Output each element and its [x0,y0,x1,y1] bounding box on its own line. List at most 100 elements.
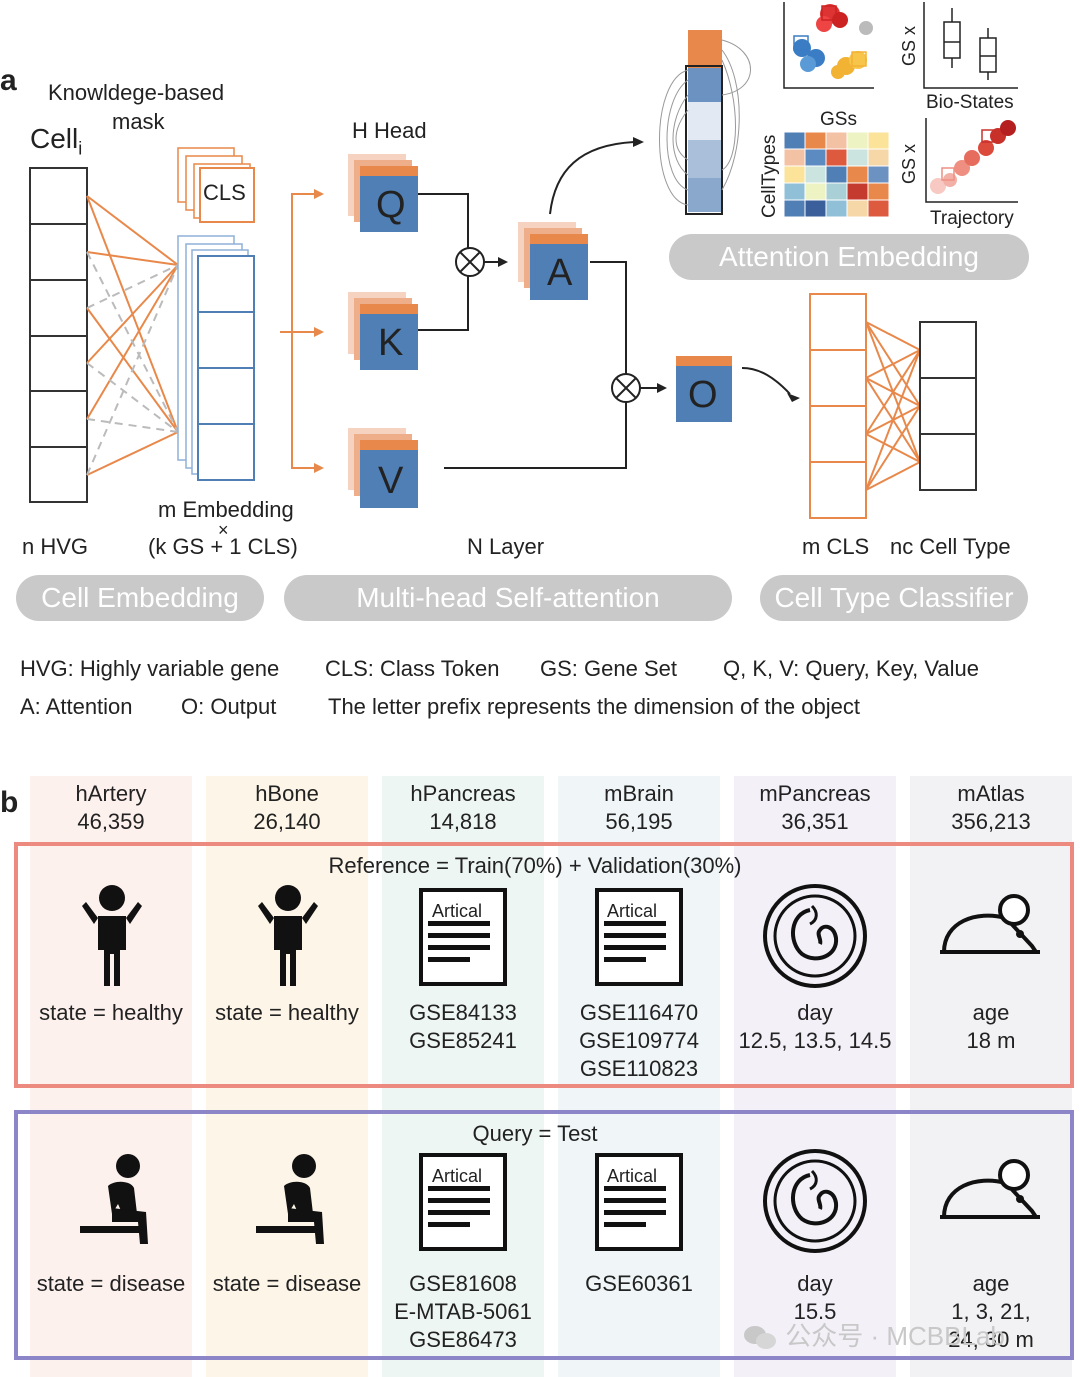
k-stack [348,292,418,370]
a-label: A [547,252,573,294]
cell-embedding-pill: Cell Embedding [16,575,264,621]
nc-cell-type-label: nc Cell Type [890,534,1011,559]
q-stack [348,154,418,232]
panel-b-letter: b [0,786,19,819]
legend-o: O: Output [181,694,277,719]
mouse-icon [940,894,1040,954]
q-label: Q [376,184,406,226]
query-hbone: state = disease [212,1271,362,1296]
embryo-icon [763,1149,867,1253]
embedding-front [197,255,255,481]
knowledge-mask-label-1: Knowldege-based [48,80,225,105]
legend-gs: GS: Gene Set [540,656,677,681]
column-bg-matlas [910,776,1072,1377]
trajectory-label: Trajectory [930,208,1014,229]
article-document-icon [595,1153,683,1251]
masked-connections [86,251,179,476]
a-stack [518,222,588,300]
mouse-icon [940,1159,1040,1219]
cls-column [809,293,867,519]
sitting-person-icon [256,1154,324,1244]
watermark: 公众号 · MCBBLab [744,1316,1005,1353]
m-cls-label: m CLS [802,534,870,559]
sitting-person-icon [80,1154,148,1244]
column-bg-hpancreas [382,776,544,1377]
legend-cls: CLS: Class Token [325,656,500,681]
query-title: Query = Test [472,1121,598,1146]
k-gs-label: (k GS + 1 CLS) [148,534,298,559]
multi-head-self-attention-pill: Multi-head Self-attention [284,575,732,621]
reference-box [14,842,1074,1088]
bio-states-boxplot [923,2,1018,89]
column-bg-hbone [206,776,368,1377]
panel-a-letter: a [0,64,17,97]
gs-x-label-1: GS x [899,25,919,66]
attention-embedding-pill: Attention Embedding [669,234,1029,280]
standing-person-icon [258,885,318,986]
mask-connections [86,195,179,476]
attention-vector [659,30,751,215]
bio-states-label: Bio-States [926,92,1014,113]
qk-connector [418,141,791,469]
gss-label: GSs [820,109,857,130]
multiply-icon-2 [611,373,641,403]
embryo-icon [763,884,867,988]
n-hvg-label: n HVG [22,534,89,559]
article-document-icon [595,888,683,986]
k-label: K [378,322,404,364]
reference-hartery: state = healthy [39,1000,183,1025]
legend-a: A: Attention [20,694,133,719]
classifier-connections [865,321,921,491]
times-symbol: × [218,520,229,540]
celltypes-label: CellTypes [759,134,780,218]
o-label: O [688,374,718,416]
article-label: Artical [607,1166,658,1186]
standing-person-icon [82,885,142,986]
multiply-icon-1 [455,247,485,277]
cell-label: Celli [30,123,83,159]
query-mbrain: GSE60361 [585,1271,693,1296]
legend-qkv: Q, K, V: Query, Key, Value [723,656,979,681]
celltype-column [919,321,977,491]
column-bg-hartery [30,776,192,1377]
legend-hvg: HVG: Highly variable gene [20,656,280,681]
cls-stack [177,147,255,223]
heatmap [783,131,890,218]
article-label: Artical [432,1166,483,1186]
cls-token-label: CLS [203,180,246,205]
query-box [14,1110,1074,1360]
column-bg-mbrain [558,776,720,1377]
article-label: Artical [607,901,658,921]
cluster-scatter [783,2,874,89]
gs-x-label-2: GS x [899,143,919,184]
cell-type-classifier-pill: Cell Type Classifier [760,575,1028,621]
wechat-icon [744,1326,778,1350]
reference-title: Reference = Train(70%) + Validation(30%) [328,853,742,878]
reference-hbone: state = healthy [215,1000,359,1025]
article-document-icon [419,1153,507,1251]
column-bg-mpancreas [734,776,896,1377]
article-document-icon [419,888,507,986]
n-layer-label: N Layer [467,534,545,559]
trajectory-scatter [925,118,1018,203]
hvg-column [29,167,88,503]
o-stack [676,356,732,422]
article-label: Artical [432,901,483,921]
architecture-diagram [29,2,1018,519]
h-head-label: H Head [352,118,427,143]
m-embedding-label: m Embedding [158,497,294,522]
legend-prefix: The letter prefix represents the dimensi… [328,694,860,719]
